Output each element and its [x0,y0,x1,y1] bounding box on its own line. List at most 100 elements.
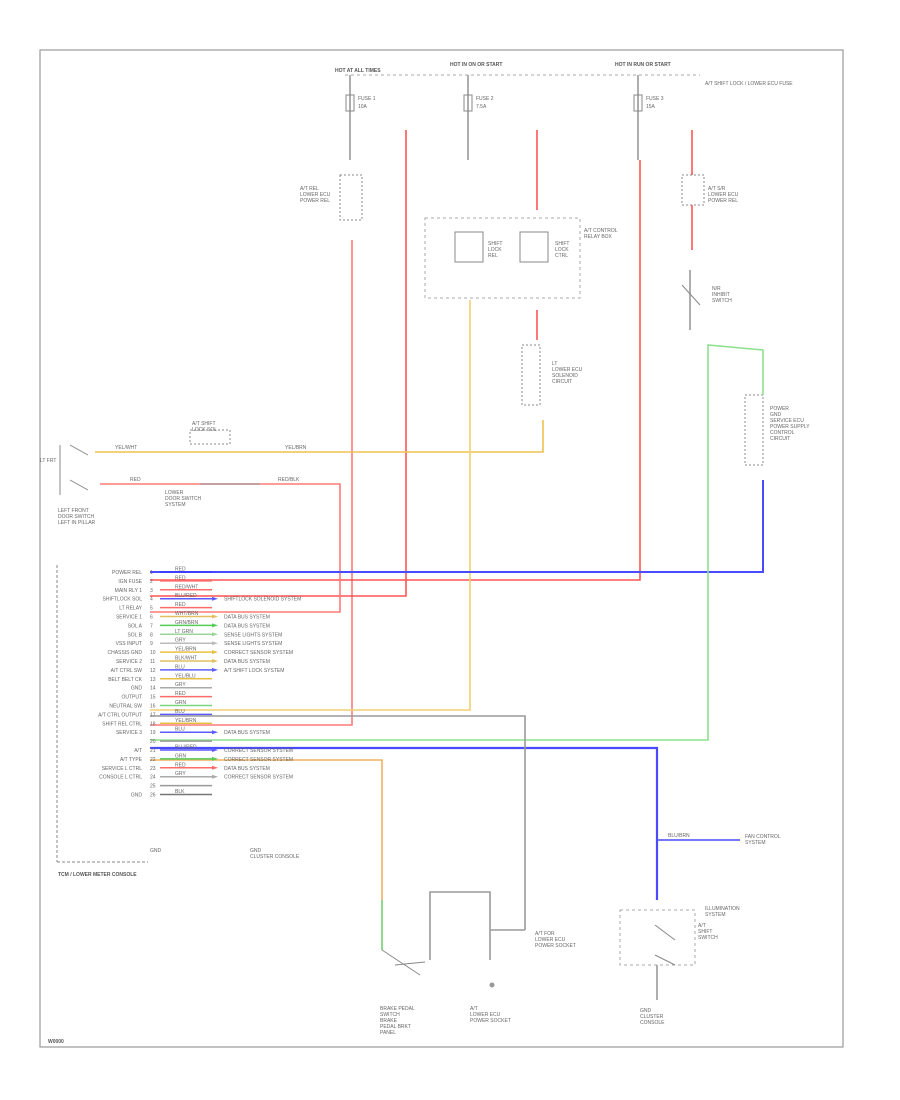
ecu-pin-label: A/T CTRL SW [111,668,143,674]
ecu-pin-arrow [212,756,218,761]
ecu-pin-label: GND [131,686,143,692]
ecu-pin-number: 17 [150,712,156,718]
svg-text:LT FRT: LT FRT [40,458,56,464]
ecu-block: TCM / LOWER METER CONSOLE [56,565,148,878]
ecu-pin-label: IGN FUSE [118,579,142,585]
ecu-pin-note: DATA BUS SYSTEM [224,766,270,772]
bus-note-right: A/T SHIFT LOCK / LOWER ECU FUSE [705,81,793,87]
ecu-pin-note: DATA BUS SYSTEM [224,730,270,736]
ecu-pin-arrow [212,659,218,663]
fuse-1: FUSE 1 10A [345,75,376,160]
ecu-pin-number: 21 [150,748,156,754]
svg-text:FUSE 3: FUSE 3 [646,96,664,102]
ecu-pin-number: 8 [150,632,153,638]
ecu-pin-arrow [212,748,218,752]
wire-blue-lower [150,746,659,900]
ecu-pin-note: SENSE LIGHTS SYSTEM [224,632,282,638]
svg-text:15A: 15A [646,104,656,110]
ecu-pin-note: CORRECT SENSOR SYSTEM [224,650,293,656]
ecu-pin-wire-color: BLK [175,789,185,795]
ecu-pin-arrow [212,667,218,672]
ecu-pin-number: 10 [150,650,156,656]
ecu-pin-number: 25 [150,784,156,790]
ecu-pin-number: 5 [150,606,153,612]
bus-label-right: HOT IN RUN OR START [615,62,671,68]
diagram-frame [39,49,844,1048]
wire-green [150,344,764,741]
ecu-pin-wire-color: RED [175,567,186,573]
ecu-pin-wire-color: BLU [175,709,185,715]
fuse-3: FUSE 3 15A [633,75,664,160]
ecu-pin-number: 20 [150,739,156,745]
ecu-pin-wire-color: BLU [175,664,185,670]
ecu-pin-arrow [212,730,218,735]
ecu-pin-label: LT RELAY [119,606,142,612]
ecu-pin-wire-color: WHT/BRN [175,611,199,617]
wire-red-1 [150,130,407,597]
ecu-pin-wire-color: RED [175,691,186,697]
ecu-pin-label: SERVICE 3 [116,730,142,736]
ecu-pin-number: 4 [150,597,153,603]
ecu-pin-arrow [212,774,218,779]
ecu-pin-number: 1 [150,570,153,576]
ecu-pin-number: 3 [150,588,153,594]
diagram-code: W0000 [48,1039,64,1045]
wire-label-blue: BLU/BRN [668,833,690,839]
ecu-pin-number: 22 [150,757,156,763]
ecu-pin-label: SERVICE L CTRL [102,766,143,772]
ecu-pin-label: NEUTRAL SW [109,704,142,710]
ecu-pin-note: DATA BUS SYSTEM [224,659,270,665]
ecu-pin-number: 9 [150,641,153,647]
ecu-pin-arrow [212,632,218,637]
ecu-pin-arrow [212,596,218,601]
ecu-pin-number: 23 [150,766,156,772]
ecu-pin-wire-color: LT GRN [175,629,193,635]
wire-label-red-1: RED [130,477,141,483]
ecu-pin-label: GND [131,793,143,799]
ecu-pin-note: DATA BUS SYSTEM [224,615,270,621]
wire-label-yellow-2: YEL/BRN [285,445,307,451]
ecu-pin-wire-color: BLU/RED [175,593,197,599]
ecu-pin-label: SOL B [127,632,142,638]
ecu-pin-note: CORRECT SENSOR SYSTEM [224,748,293,754]
ecu-caption: TCM / LOWER METER CONSOLE [58,872,137,878]
ecu-pin-number: 16 [150,704,156,710]
wire-yellow-vertical [150,300,471,711]
ecu-pin-number: 24 [150,775,156,781]
ecu-pin-number: 13 [150,677,156,683]
ecu-pin-wire-color: BLK/WHT [175,656,197,662]
ecu-pin-label: SHIFTLOCK SOL [103,597,143,603]
bus-label-left: HOT AT ALL TIMES [335,68,381,74]
ecu-pin-number: 6 [150,615,153,621]
